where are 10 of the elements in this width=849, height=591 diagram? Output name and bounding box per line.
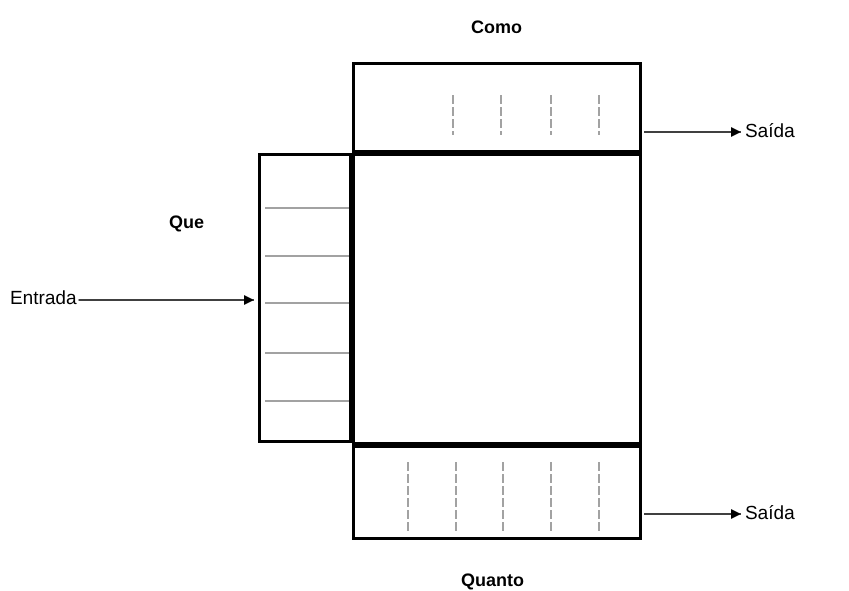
arrow (644, 127, 741, 137)
central-matrix (352, 153, 642, 445)
section-heading: Quanto (461, 570, 524, 591)
arrow (644, 509, 741, 519)
flow-label: Entrada (10, 288, 77, 310)
section-heading: Como (471, 17, 522, 38)
flow-label: Saída (745, 503, 795, 525)
section-heading: Que (169, 212, 204, 233)
flow-label: Saída (745, 121, 795, 143)
arrow (78, 295, 254, 305)
